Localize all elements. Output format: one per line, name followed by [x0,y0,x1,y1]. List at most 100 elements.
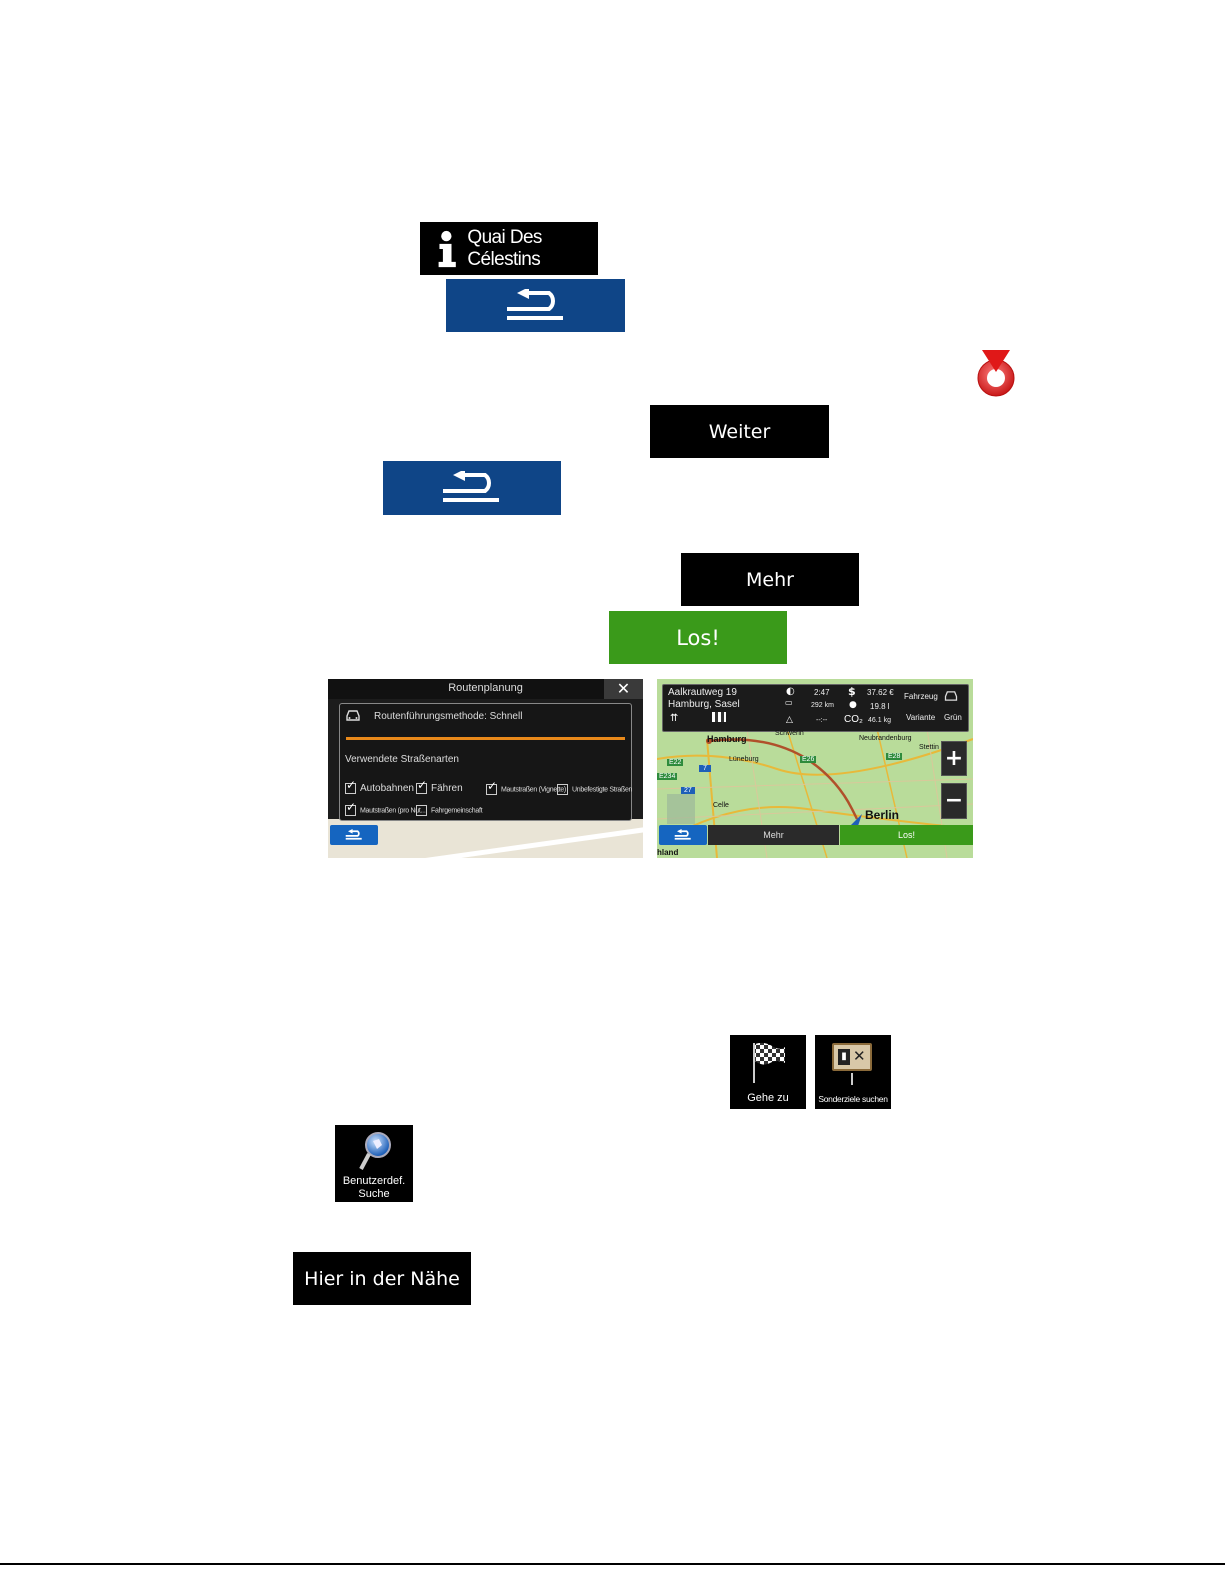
city-label: Celle [713,802,729,809]
zoom-in-button[interactable]: + [941,741,967,776]
road-shield: 7 [699,765,711,772]
city-label: Hamburg [707,734,747,744]
hier-in-der-naehe-button[interactable]: Hier in der Nähe [293,1252,471,1305]
destination-address-line2: Hamburg, Sasel [668,699,740,710]
routenplanung-screenshot: Routenplanung ✕ Routenführungsmethode: S… [328,679,643,858]
option-unbefestigte-strassen[interactable]: Unbefestigte Straßen [557,784,632,795]
option-label: Autobahnen [360,783,414,795]
back-arrow-icon [674,829,691,840]
weiter-button-label: Weiter [708,420,771,443]
summary-mehr-label: Mehr [763,830,784,840]
route-co2: 46.1 kg [868,717,891,724]
sonderziele-suchen-tile[interactable]: ▮ ✕ Sonderziele suchen [815,1035,891,1109]
sonderziele-label: Sonderziele suchen [818,1094,888,1104]
mehr-button[interactable]: Mehr [681,553,859,606]
back-arrow-icon [443,471,499,502]
dialog-title: Routenplanung [448,682,523,694]
option-label: Mautstraßen (pro Nut... [360,807,426,815]
road-shield: E26 [800,756,817,763]
summary-los-button[interactable]: Los! [840,825,973,845]
option-mautstrassen-nutzung[interactable]: Mautstraßen (pro Nut... [345,800,426,816]
info-icon [438,230,456,267]
zoom-out-button[interactable]: − [941,783,967,819]
back-arrow-icon [506,288,563,320]
method-divider [346,737,625,740]
benutzerdef-label-line2: Suche [358,1188,390,1200]
checkbox[interactable] [416,778,427,794]
distance-icon: ▭ [785,698,793,707]
fuel-drop-icon: ● [849,700,857,710]
info-button-label: Quai Des Célestins [467,226,542,270]
option-label: Unbefestigte Straßen [572,786,633,794]
summary-los-label: Los! [897,830,915,840]
back-arrow-icon [345,829,362,840]
city-label: Berlin [865,808,900,822]
mehr-button-label: Mehr [746,568,794,591]
option-faehren[interactable]: Fähren [416,778,463,794]
road-shield: E22 [667,759,684,766]
car-icon [346,710,360,721]
city-label: hland [657,848,679,857]
motorway-icon: ⇈ [670,713,679,724]
option-label: Fahrgemeinschaft [431,807,483,815]
route-time: 2:47 [814,688,830,697]
variant-value: Grün [944,713,962,722]
method-label[interactable]: Routenführungsmethode: Schnell [374,711,523,722]
dollar-icon: $ [848,685,856,698]
destination-address-line1: Aalkrautweg 19 [668,687,737,698]
zoom-out-icon: − [944,788,964,813]
checkbox[interactable] [557,784,568,795]
city-label: Schwerin [775,730,804,737]
vehicle-label[interactable]: Fahrzeug [904,692,938,701]
route-cost: 37.62 € [867,688,894,697]
route-info-panel [662,684,969,732]
page-bottom-rule [0,1563,1225,1565]
checkbox[interactable] [416,805,427,816]
gehe-zu-tile[interactable]: Gehe zu [730,1035,806,1109]
route-fuel: 19.8 l [870,702,890,711]
option-mautstrassen-vignette[interactable]: Mautstraßen (Vignette) [486,779,566,795]
car-icon [944,691,958,701]
checkbox[interactable] [486,779,497,795]
checkered-flag-icon [753,1042,785,1083]
dialog-panel [339,703,632,821]
co2-label: CO₂ [844,714,863,725]
zoom-in-icon: + [944,746,964,771]
route-distance: 292 km [811,702,834,709]
dialog-back-button[interactable] [330,825,378,845]
back-button[interactable] [446,279,625,332]
option-autobahnen[interactable]: Autobahnen [345,778,414,795]
variant-label[interactable]: Variante [906,713,936,722]
warning-icon: △ [786,715,793,725]
hier-button-label: Hier in der Nähe [304,1267,460,1290]
checkered-flag-icon [712,712,726,722]
globe-search-icon [359,1132,391,1170]
checkbox[interactable] [345,800,356,816]
quai-des-celestins-button[interactable]: Quai Des Célestins [420,222,598,275]
map-pin-icon [977,350,1015,397]
option-fahrgemeinschaft[interactable]: Fahrgemeinschaft [416,805,483,816]
sign-post [851,1073,853,1085]
city-label: Neubrandenburg [859,735,912,742]
cross-icon: ✕ [853,1047,866,1065]
road-types-heading: Verwendete Straßenarten [345,754,459,765]
benutzerdef-suche-tile[interactable]: Benutzerdef. Suche [335,1125,413,1202]
route-summary-screenshot: Aalkrautweg 19 Hamburg, Sasel ⇈ ◐ 2:47 ▭… [657,679,973,858]
los-button-label: Los! [676,625,720,650]
city-label: Stettin [919,744,939,751]
los-button[interactable]: Los! [609,611,787,664]
gehe-zu-label: Gehe zu [747,1092,789,1104]
clock-icon: ◐ [786,686,795,697]
back-button-2[interactable] [383,461,561,515]
benutzerdef-label-line1: Benutzerdef. [342,1175,406,1187]
road-shield: E28 [886,753,903,760]
city-label: Lüneburg [729,756,759,763]
road-shield: 27 [681,787,695,794]
option-label: Mautstraßen (Vignette) [501,786,566,794]
road-shield: E234 [657,773,678,780]
close-icon[interactable]: ✕ [604,679,643,699]
summary-mehr-button[interactable]: Mehr [708,825,839,845]
checkbox[interactable] [345,778,356,794]
summary-back-button[interactable] [659,825,707,845]
weiter-button[interactable]: Weiter [650,405,829,458]
